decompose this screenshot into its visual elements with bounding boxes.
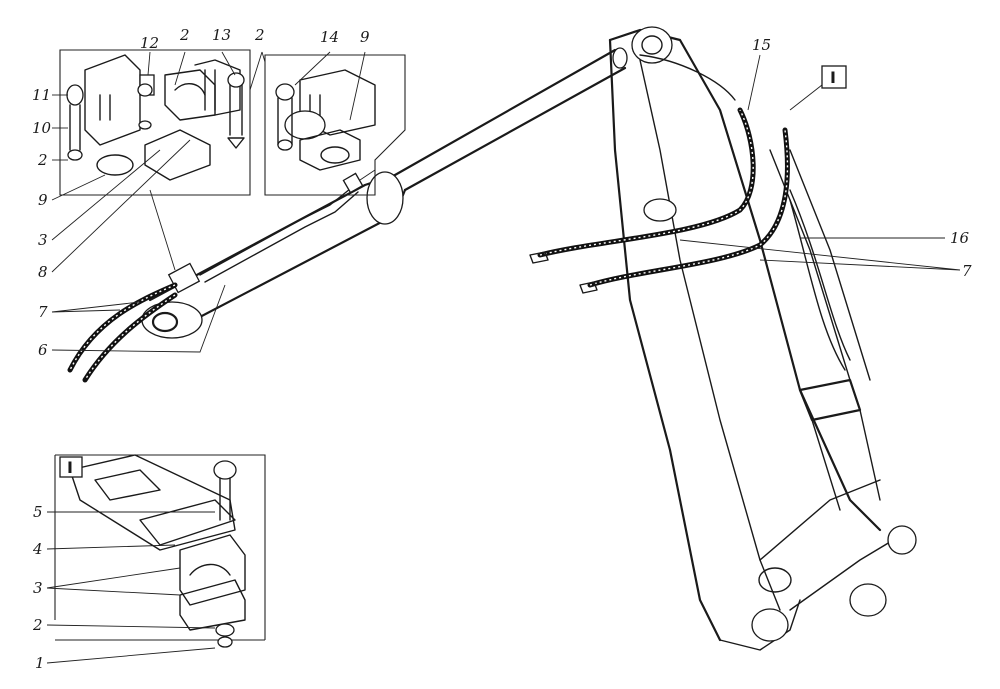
boom-foot-boss — [887, 525, 917, 555]
detail-parts-left — [66, 54, 245, 181]
boom-lift-cylinder — [769, 149, 881, 511]
callout-6: 6 — [38, 341, 48, 359]
view-mark-bottom: I — [59, 456, 83, 478]
callout-2: 2 — [179, 26, 190, 44]
detail-parts-right — [275, 69, 376, 171]
leader-lines — [46, 51, 961, 664]
svg-text:I: I — [830, 68, 836, 87]
callout-14: 14 — [320, 28, 339, 46]
svg-text:I: I — [67, 458, 73, 477]
view-i-clamp — [69, 454, 246, 648]
tube-clamp-head — [342, 172, 364, 194]
callout-7: 7 — [38, 303, 48, 321]
callout-2: 2 — [254, 26, 265, 44]
callout-3: 3 — [33, 579, 43, 597]
callout-9: 9 — [360, 28, 370, 46]
callout-15: 15 — [752, 36, 771, 54]
excavator-boom — [608, 26, 917, 651]
tube-line — [199, 184, 356, 276]
callout-5: 5 — [33, 503, 43, 521]
rod-end — [612, 47, 628, 69]
callout-7: 7 — [962, 262, 972, 280]
detail-frame-left — [59, 49, 251, 196]
callout-1: 1 — [35, 654, 45, 672]
view-mark-top: I — [821, 65, 847, 89]
view-i-frame — [55, 454, 266, 640]
callout-11: 11 — [32, 86, 51, 104]
callout-4: 4 — [32, 540, 43, 558]
stick-cylinder — [141, 47, 628, 339]
callout-2: 2 — [37, 151, 48, 169]
boom-foot-pin-left — [751, 608, 789, 642]
callout-3: 3 — [38, 231, 48, 249]
hoses-boom — [529, 54, 851, 371]
boom-mid-boss — [643, 198, 677, 222]
callout-10: 10 — [32, 119, 52, 137]
callout-2: 2 — [32, 616, 43, 634]
hoses-left — [67, 282, 178, 383]
callout-13: 13 — [212, 26, 231, 44]
cylinder-bottom-eye — [141, 301, 203, 339]
boom-head-pin — [631, 26, 673, 64]
cylinder-head — [366, 171, 404, 225]
boom-foot-pin-right — [849, 583, 887, 617]
callout-16: 16 — [950, 229, 970, 247]
callout-8: 8 — [38, 263, 48, 281]
callout-12: 12 — [140, 34, 159, 52]
detail-frame-right — [264, 54, 406, 196]
callout-9: 9 — [38, 191, 48, 209]
callout-labels: 11 10 2 9 12 2 13 2 14 9 3 8 7 6 15 16 7… — [32, 26, 972, 672]
